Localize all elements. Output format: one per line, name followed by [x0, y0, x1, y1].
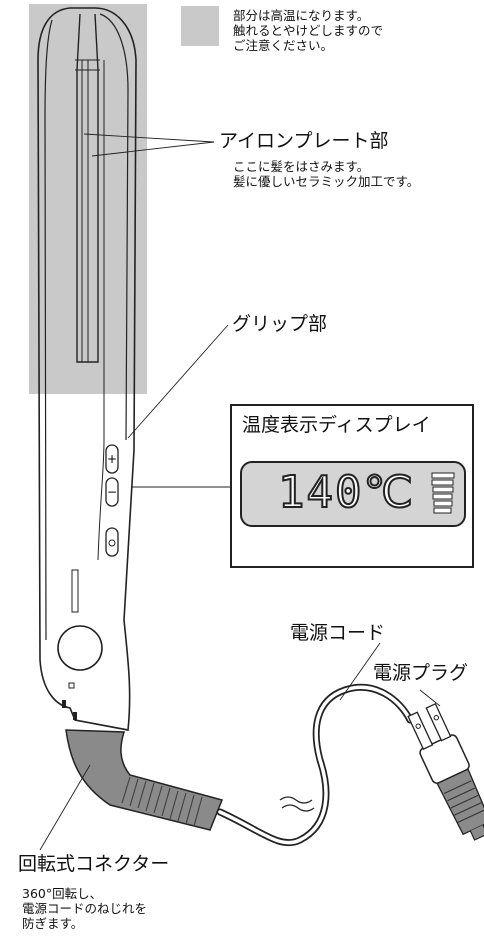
power-plug: [407, 702, 484, 841]
plus-symbol: +: [107, 452, 117, 466]
plus-button: [105, 444, 119, 474]
iron-arm-line: [44, 19, 53, 641]
minus-button: [105, 477, 119, 507]
leader-lines: [39, 133, 441, 851]
lcd-temperature: 140℃: [277, 466, 415, 519]
lock-slot: [71, 569, 79, 613]
minus-symbol: −: [107, 485, 117, 499]
grip-label: グリップ部: [232, 313, 328, 335]
iron-plate-label: アイロンプレート部: [219, 130, 389, 152]
power-plug-label: 電源プラグ: [373, 662, 469, 684]
temperature-bars-icon: [431, 472, 455, 514]
hot-zone-legend-swatch: [181, 6, 219, 46]
display-title: 温度表示ディスプレイ: [242, 414, 431, 436]
connector-label: 回転式コネクター: [18, 853, 170, 875]
hinge-circle: [57, 625, 103, 671]
swivel-connector: [65, 729, 224, 831]
connector-desc: 360°回転し、電源コードのねじれを防ぎます。: [22, 886, 148, 931]
power-button: [105, 527, 119, 557]
lcd-screen: 140℃: [240, 461, 466, 527]
connector-ridges: [121, 776, 203, 827]
hot-zone-legend-text: 部分は高温になります。触れるとやけどしますのでご注意ください。: [233, 8, 384, 53]
display-panel: 温度表示ディスプレイ 140℃: [230, 404, 474, 568]
iron-plate-desc: ここに髪をはさみます。髪に優しいセラミック加工です。: [233, 159, 420, 189]
iron-body: [37, 7, 137, 731]
power-cord: [216, 683, 414, 847]
power-cord-label: 電源コード: [290, 622, 386, 644]
